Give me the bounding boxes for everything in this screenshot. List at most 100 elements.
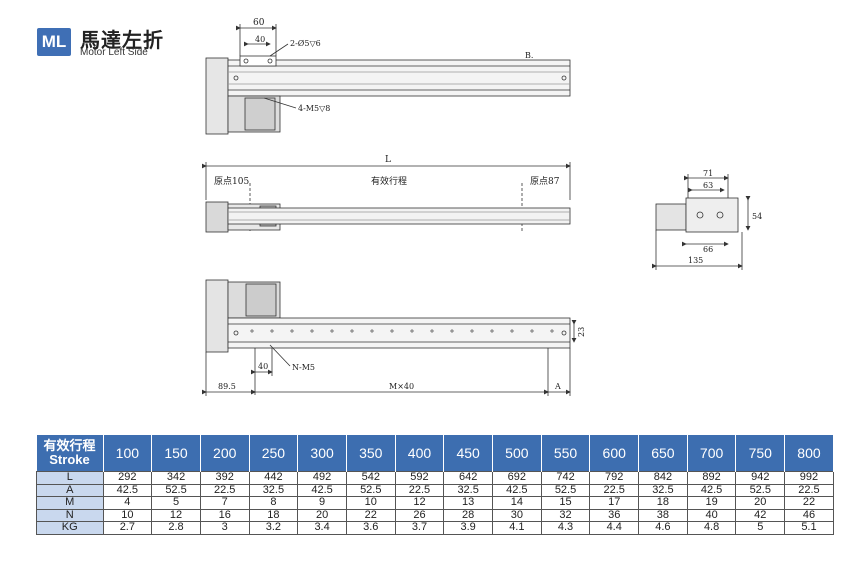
spec-cell: 5.1 [784,521,834,535]
spec-cell: 22.5 [784,483,834,497]
spec-cell: 542 [345,471,396,485]
hole-note-1: 2-Ø5▽6 [290,39,321,48]
spec-cell: 38 [638,508,688,522]
stroke-col-header: 650 [638,435,688,472]
spec-cell: 14 [492,496,542,510]
origin-right: 原点87 [530,176,560,187]
dim-A: A [554,382,561,391]
spec-cell: 22 [784,496,834,510]
stroke-col-header: 750 [735,435,786,472]
spec-row-label: N [36,508,104,522]
spec-row-label: A [36,483,104,497]
spec-cell: 46 [784,508,834,522]
spec-cell: 442 [248,471,299,485]
stroke-col-header: 150 [151,435,201,472]
spec-cell: 22 [345,508,396,522]
spec-cell: 22.5 [394,483,445,497]
subtitle-en: Motor Left Side [80,47,148,58]
spec-cell: 2.7 [102,521,153,535]
spec-header-row: 有效行程 Stroke 100 150 200 250 300 350 400 … [36,435,834,472]
spec-cell: 30 [492,508,542,522]
spec-cell: 18 [248,508,299,522]
spec-cell: 4 [102,496,153,510]
spec-cell: 642 [443,471,493,485]
spec-cell: 3.2 [248,521,299,535]
spec-cell: 292 [102,471,153,485]
spec-cell: 392 [199,471,250,485]
spec-cell: 52.5 [735,483,786,497]
dim-89-5: 89.5 [218,382,236,391]
spec-row-label: L [36,471,104,485]
spec-cell: 16 [199,508,250,522]
dim-L: L [385,155,391,165]
stroke-header-cell: 有效行程 Stroke [36,435,104,472]
hole-note-2: 4-M5▽8 [298,104,330,113]
spec-cell: 52.5 [151,483,201,497]
end-view [652,174,751,270]
origin-left: 原点105 [214,176,249,187]
spec-cell: 2.8 [151,521,201,535]
spec-cell: 4.6 [638,521,688,535]
spec-cell: 40 [686,508,737,522]
spec-cell: 7 [199,496,250,510]
spec-cell: 3.6 [345,521,396,535]
spec-cell: 42 [735,508,786,522]
dim-23: 23 [577,327,586,337]
spec-cell: 19 [686,496,737,510]
spec-cell: 3.9 [443,521,493,535]
spec-cell: 4.4 [589,521,640,535]
spec-cell: 5 [735,521,786,535]
dim-40-top: 40 [255,35,265,44]
bottom-view-holes [250,329,554,333]
spec-cell: 842 [638,471,688,485]
stroke-label-en: Stroke [49,452,90,467]
spec-cell: 52.5 [345,483,396,497]
hole-note-n: N-M5 [292,363,315,372]
spec-cell: 942 [735,471,786,485]
spec-cell: 36 [589,508,640,522]
dim-66: 66 [703,245,713,254]
spec-cell: 42.5 [297,483,347,497]
spec-cell: 3 [199,521,250,535]
spec-cell: 20 [735,496,786,510]
spec-cell: 12 [151,508,201,522]
spec-cell: 32 [540,508,591,522]
spec-cell: 892 [686,471,737,485]
stroke-col-header: 450 [443,435,493,472]
stroke-col-header: 800 [784,435,834,472]
spec-cell: 4.8 [686,521,737,535]
spec-row-label: KG [36,521,104,535]
spec-cell: 792 [589,471,640,485]
spec-cell: 42.5 [102,483,153,497]
dim-40-bottom: 40 [258,362,268,371]
spec-cell: 4.3 [540,521,591,535]
spec-cell: 32.5 [248,483,299,497]
spec-cell: 5 [151,496,201,510]
dim-71: 71 [703,169,713,178]
stroke-col-header: 250 [249,435,299,472]
side-view [202,162,571,233]
spec-row-label: M [36,496,104,510]
dim-60: 60 [253,18,265,28]
spec-cell: 15 [540,496,591,510]
spec-cell: 3.4 [297,521,347,535]
dim-54: 54 [752,212,762,221]
stroke-col-header: 300 [297,435,347,472]
spec-table: 有效行程 Stroke 100 150 200 250 300 350 400 … [36,435,834,535]
top-view [205,24,571,135]
spec-cell: 9 [297,496,347,510]
stroke-col-header: 400 [395,435,445,472]
spec-cell: 42.5 [492,483,542,497]
title-cn: 馬達左折 [80,28,164,52]
spec-cell: 42.5 [686,483,737,497]
spec-cell: 992 [784,471,834,485]
bottom-view [202,279,577,396]
spec-cell: 492 [297,471,347,485]
mark-b: B. [525,51,533,60]
stroke-col-header: 350 [346,435,396,472]
